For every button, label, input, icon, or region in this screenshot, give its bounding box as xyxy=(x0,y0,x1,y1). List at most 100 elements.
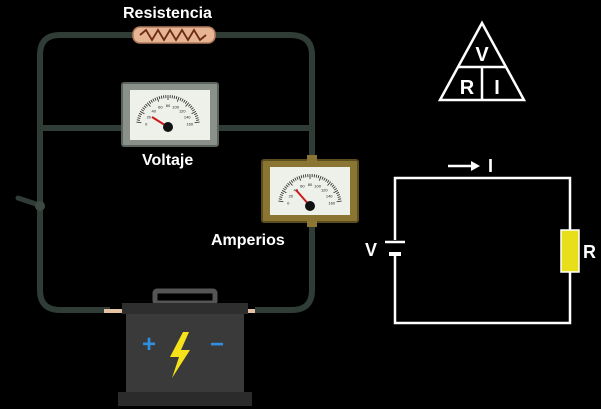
schematic-current-label: I xyxy=(488,156,493,176)
ammeter-tick-label: 40 xyxy=(293,187,298,192)
voltmeter-tick xyxy=(146,102,151,107)
ammeter-tick xyxy=(318,175,322,181)
voltmeter-tick xyxy=(152,98,155,102)
voltmeter-tick-label: 120 xyxy=(179,108,186,113)
ammeter-tick xyxy=(285,184,289,188)
voltmeter-tick xyxy=(137,117,141,119)
ammeter-tick xyxy=(300,175,303,179)
ammeter-tick xyxy=(278,198,282,200)
ammeter-tick xyxy=(278,200,284,203)
ammeter-tick xyxy=(331,184,335,188)
voltmeter-tick xyxy=(175,96,178,100)
battery: + − xyxy=(104,288,255,406)
ammeter-tick xyxy=(337,196,341,198)
voltmeter-tick xyxy=(179,97,182,101)
voltmeter-tick xyxy=(191,111,197,115)
voltmeter-tick-label: 80 xyxy=(166,103,171,108)
voltmeter-tick-label: 0 xyxy=(145,122,148,127)
ammeter-tick-label: 100 xyxy=(314,183,321,188)
voltmeter-tick xyxy=(194,113,198,116)
resistor-component xyxy=(132,26,216,44)
voltmeter-tick-label: 100 xyxy=(172,104,179,109)
voltmeter-tick xyxy=(196,119,200,121)
voltmeter-tick xyxy=(141,109,144,112)
ammeter-tick xyxy=(336,194,340,196)
voltmeter-tick-label: 60 xyxy=(158,104,163,109)
ammeter-tick xyxy=(323,177,326,181)
voltmeter-tick xyxy=(176,96,180,102)
ammeter-tick xyxy=(280,194,284,196)
voltmeter-tick xyxy=(184,101,188,104)
voltmeter-tick xyxy=(143,105,147,109)
voltmeter-tick-label: 160 xyxy=(186,122,193,127)
voltmeter-tick xyxy=(150,99,153,103)
voltmeter-tick xyxy=(181,98,184,102)
voltmeter-tick-label: 20 xyxy=(147,114,152,119)
voltmeter-tick-label: 140 xyxy=(184,114,191,119)
ammeter-tick xyxy=(280,192,284,195)
ammeter-tick xyxy=(296,176,299,180)
voltmeter-tick xyxy=(136,121,142,124)
ammeter-tick-label: 20 xyxy=(289,193,294,198)
voltmeter-tick xyxy=(145,103,148,107)
ammeter-tick xyxy=(336,192,340,195)
ammeter-tick xyxy=(292,178,295,182)
schematic-circuit: I V R xyxy=(365,156,596,325)
ammeter-tick xyxy=(279,196,283,198)
switch-icon xyxy=(15,195,45,211)
voltmeter-tick xyxy=(188,103,191,107)
ammeter-tick xyxy=(321,176,324,180)
lightning-bolt-icon xyxy=(170,332,190,378)
ammeter-tick-label: 0 xyxy=(287,201,290,206)
ammeter-tick xyxy=(288,181,293,186)
voltmeter-tick-label: 40 xyxy=(151,108,156,113)
ammeter-tick xyxy=(287,182,290,186)
ammeter-tick xyxy=(290,180,294,183)
voltmeter-tick xyxy=(142,107,146,110)
voltmeter-tick xyxy=(194,115,198,117)
voltmeter-pivot xyxy=(163,122,173,132)
ammeter-tick xyxy=(325,178,328,182)
ammeter-tick xyxy=(284,186,288,189)
battery-plus: + xyxy=(142,331,156,358)
voltmeter-tick xyxy=(148,101,152,104)
voltmeter-tick xyxy=(183,99,186,103)
ammeter-tick-label: 80 xyxy=(308,182,313,187)
triangle-v: V xyxy=(475,44,489,66)
triangle-i: I xyxy=(494,77,500,99)
voltmeter-tick xyxy=(154,97,157,101)
ammeter-tick xyxy=(298,175,302,181)
voltmeter-tick xyxy=(139,111,145,115)
triangle-r: R xyxy=(460,77,475,99)
ammeter-tick xyxy=(326,180,330,183)
ammeter-tick-label: 120 xyxy=(321,187,328,192)
voltmeter-tick xyxy=(138,115,142,117)
voltmeter-tick xyxy=(158,96,161,100)
ammeter-tick-label: 60 xyxy=(300,183,305,188)
ammeter-tick xyxy=(302,174,305,178)
ammeter-tick xyxy=(281,190,287,194)
resistor-symbol xyxy=(560,229,580,273)
voltmeter-tick xyxy=(189,105,193,109)
ammeter-tick xyxy=(317,175,320,179)
battery-minus: − xyxy=(210,331,224,358)
ammeter-tick xyxy=(334,188,337,191)
voltmeter-tick xyxy=(156,96,160,102)
ammeter-tick xyxy=(332,186,336,189)
ohms-law-triangle: V R I xyxy=(437,20,527,102)
circuit-wires xyxy=(37,32,315,313)
ammeter-tick xyxy=(294,177,297,181)
voltmeter-tick xyxy=(160,95,163,99)
voltage-label: Voltaje xyxy=(142,152,194,169)
ammeter-tick xyxy=(283,188,286,191)
voltmeter-tick xyxy=(194,121,200,124)
ammeter-tick xyxy=(338,198,342,200)
schematic-resistor-label: R xyxy=(583,242,596,262)
voltmeter-tick xyxy=(190,107,194,110)
voltmeter-tick xyxy=(173,95,176,99)
amperes-label: Amperios xyxy=(211,232,285,249)
